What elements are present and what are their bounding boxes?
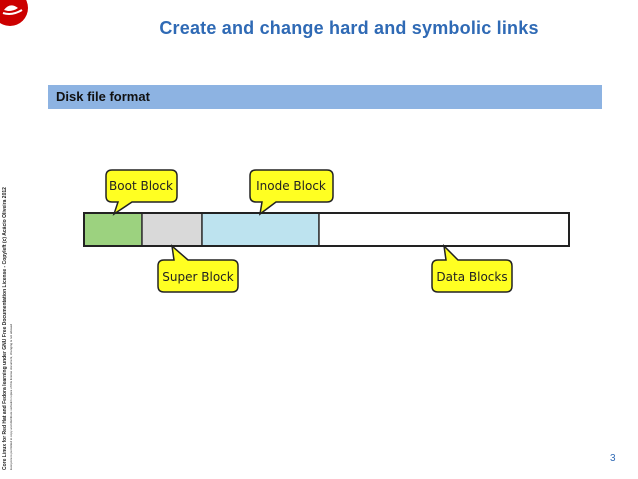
inode-block-label: Inode Block (256, 179, 326, 193)
data-blocks-callout: Data Blocks (431, 243, 513, 293)
super-block-label: Super Block (162, 270, 233, 284)
redhat-logo (0, 0, 28, 26)
disk-bar-outline (83, 212, 570, 247)
boot-block-callout: Boot Block (105, 169, 178, 216)
section-header-bar: Disk file format (48, 85, 602, 109)
data-blocks-label: Data Blocks (436, 270, 507, 284)
inode-block-segment (201, 212, 320, 247)
section-heading: Disk file format (56, 89, 150, 104)
super-block-segment (141, 212, 203, 247)
slide-title: Create and change hard and symbolic link… (159, 18, 539, 38)
inode-block-callout: Inode Block (249, 169, 334, 216)
boot-block-segment (83, 212, 143, 247)
page-number: 3 (610, 453, 616, 464)
super-block-callout: Super Block (157, 244, 239, 293)
boot-block-label: Boot Block (109, 179, 173, 193)
data-blocks-segment (318, 212, 570, 247)
